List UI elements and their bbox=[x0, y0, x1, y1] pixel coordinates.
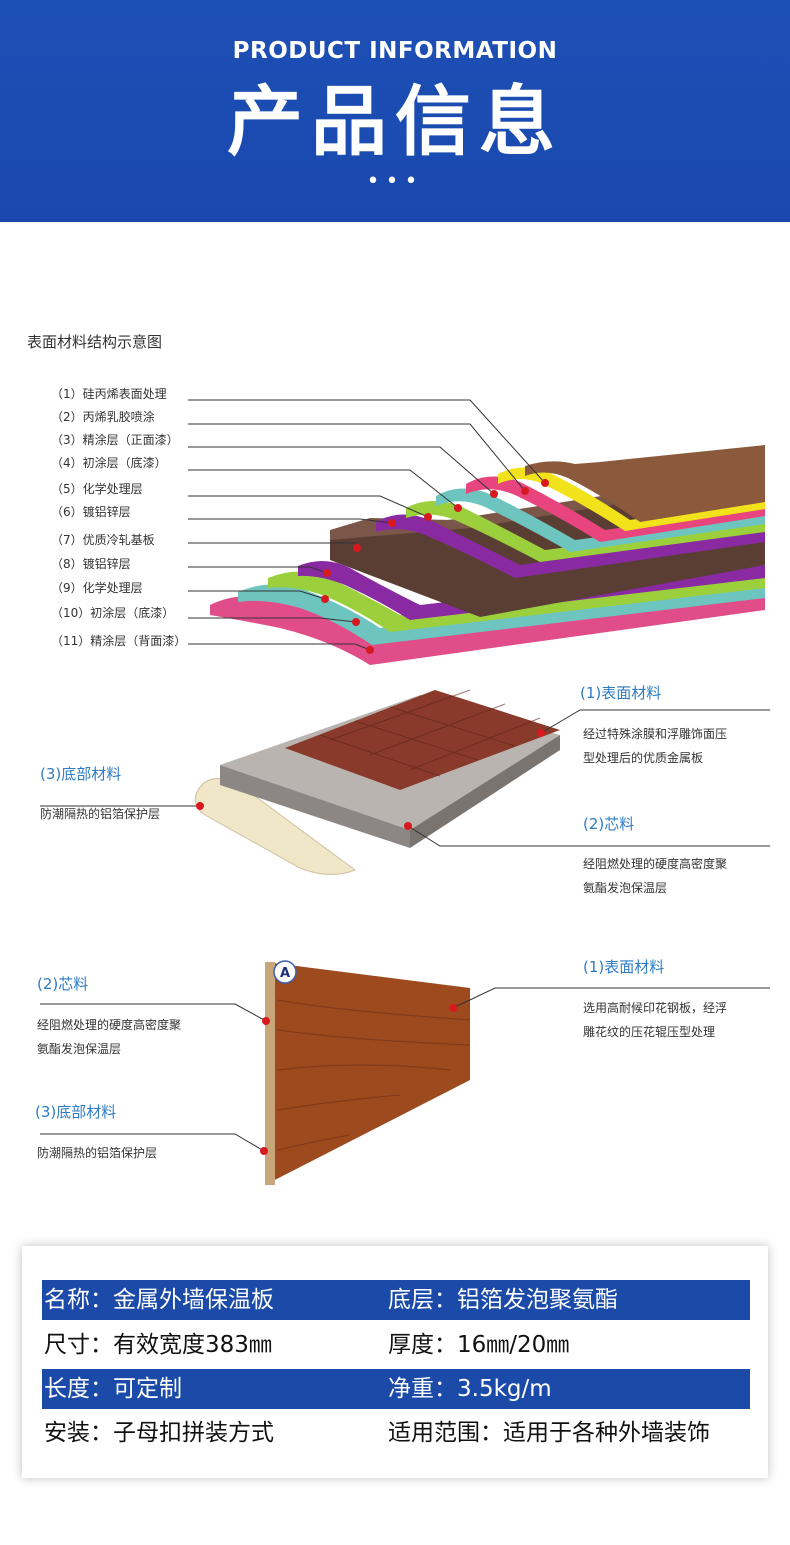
layer-label-1: （1）硅丙烯表面处理 bbox=[51, 387, 167, 401]
spec-size: 尺寸：有效宽度383㎜ bbox=[44, 1332, 272, 1358]
spec-row-2: 尺寸：有效宽度383㎜ 厚度：16㎜/20㎜ bbox=[42, 1325, 750, 1365]
wood-surface-line-2: 雕花纹的压花辊压型处理 bbox=[583, 1025, 716, 1039]
wood-markers bbox=[260, 1004, 457, 1155]
layer-2-shape bbox=[498, 467, 765, 531]
spec-row-3: 长度：可定制 净重：3.5kg/m bbox=[42, 1369, 750, 1409]
spec-install: 安装：子母扣拼装方式 bbox=[44, 1420, 274, 1446]
panel-leader-lines bbox=[40, 709, 770, 847]
foam-core-end bbox=[410, 735, 560, 848]
layer-8-shape bbox=[298, 560, 765, 620]
spec-name: 名称：金属外墙保温板 bbox=[44, 1287, 274, 1313]
panel-bottom-line-1: 防潮隔热的铝箔保护层 bbox=[40, 807, 161, 821]
wood-core-title: (2)芯料 bbox=[37, 975, 89, 993]
panel-core-desc: 经阻燃处理的硬度高密度聚 氨酯发泡保温层 bbox=[583, 852, 727, 900]
spec-weight: 净重：3.5kg/m bbox=[388, 1376, 552, 1402]
panel-bottom-desc: 防潮隔热的铝箔保护层 bbox=[40, 802, 160, 826]
header-cn-title: 产品信息 bbox=[227, 77, 563, 166]
panel-core-line-1: 经阻燃处理的硬度高密度聚 bbox=[583, 857, 728, 871]
layer-label-4: （4）初涂层（底漆） bbox=[51, 456, 167, 470]
layer-label-10: （10）初涂层（底漆） bbox=[51, 606, 175, 620]
wood-bottom-desc: 防潮隔热的铝箔保护层 bbox=[37, 1141, 157, 1165]
wood-leader-lines bbox=[40, 987, 770, 1152]
wood-surface-desc: 选用高耐候印花钢板，经浮 雕花纹的压花辊压型处理 bbox=[583, 996, 727, 1044]
layer-markers bbox=[321, 479, 549, 654]
layer-leader-lines bbox=[188, 399, 546, 651]
marker-a-letter: A bbox=[280, 966, 290, 981]
panel-surface-line-2: 型处理后的优质金属板 bbox=[583, 751, 704, 765]
layer-label-5: （5）化学处理层 bbox=[51, 482, 143, 496]
layer-label-7: （7）优质冷轧基板 bbox=[51, 533, 155, 547]
wood-panel-face bbox=[265, 962, 470, 1185]
metal-surface-top bbox=[285, 690, 560, 790]
layer-3-shape bbox=[466, 476, 765, 542]
spec-bottom-layer: 底层：铝箔发泡聚氨酯 bbox=[388, 1287, 618, 1313]
layer-label-11: （11）精涂层（背面漆） bbox=[51, 634, 187, 648]
panel-core-title: (2)芯料 bbox=[583, 815, 635, 833]
panel-bottom-title: (3)底部材料 bbox=[40, 765, 122, 783]
spec-length: 长度：可定制 bbox=[44, 1376, 182, 1402]
layer-9-shape bbox=[268, 571, 765, 632]
panel-illustration bbox=[194, 689, 560, 875]
wood-surface-line-1: 选用高耐候印花钢板，经浮 bbox=[583, 1001, 728, 1015]
spec-application: 适用范围：适用于各种外墙装饰 bbox=[388, 1420, 710, 1446]
panel-core-line-2: 氨酯发泡保温层 bbox=[583, 881, 668, 895]
layer-label-9: （9）化学处理层 bbox=[51, 581, 143, 595]
spec-table: 名称：金属外墙保温板 底层：铝箔发泡聚氨酯 尺寸：有效宽度383㎜ 厚度：16㎜… bbox=[22, 1246, 768, 1478]
diagram-title: 表面材料结构示意图 bbox=[27, 333, 163, 351]
panel-surface-line-1: 经过特殊涂膜和浮雕饰面压 bbox=[583, 727, 728, 741]
header-dots: ••• bbox=[366, 169, 424, 194]
wood-surface-title: (1)表面材料 bbox=[583, 958, 665, 976]
spec-row-1: 名称：金属外墙保温板 底层：铝箔发泡聚氨酯 bbox=[42, 1280, 750, 1320]
foam-core-side bbox=[220, 765, 410, 848]
layer-label-2: （2）丙烯乳胶喷涂 bbox=[51, 410, 155, 424]
layer-6-shape bbox=[376, 514, 765, 578]
wood-core-desc: 经阻燃处理的硬度高密度聚 氨酯发泡保温层 bbox=[37, 1013, 181, 1061]
layer-label-3: （3）精涂层（正面漆） bbox=[51, 433, 179, 447]
wood-core-line-1: 经阻燃处理的硬度高密度聚 bbox=[37, 1018, 182, 1032]
wood-panel-illustration bbox=[265, 960, 471, 1185]
panel-markers bbox=[196, 729, 545, 830]
wood-core-line-2: 氨酯发泡保温层 bbox=[37, 1042, 122, 1056]
header-en-title: PRODUCT INFORMATION bbox=[232, 38, 558, 64]
panel-surface-desc: 经过特殊涂膜和浮雕饰面压 型处理后的优质金属板 bbox=[583, 722, 727, 770]
marker-a-circle bbox=[273, 960, 297, 984]
foil-backing-shape bbox=[194, 778, 357, 875]
layer-label-6: （6）镀铝锌层 bbox=[51, 505, 131, 519]
spec-thickness: 厚度：16㎜/20㎜ bbox=[388, 1332, 570, 1358]
layer-stack-illustration bbox=[210, 445, 765, 665]
header-banner: PRODUCT INFORMATION 产品信息 ••• bbox=[0, 0, 790, 222]
wood-bottom-line-1: 防潮隔热的铝箔保护层 bbox=[37, 1146, 158, 1160]
layer-1-shape bbox=[525, 445, 765, 522]
layer-label-8: （8）镀铝锌层 bbox=[51, 557, 131, 571]
spec-row-4: 安装：子母扣拼装方式 适用范围：适用于各种外墙装饰 bbox=[42, 1413, 750, 1453]
panel-surface-title: (1)表面材料 bbox=[580, 684, 662, 702]
wood-bottom-title: (3)底部材料 bbox=[35, 1103, 117, 1121]
